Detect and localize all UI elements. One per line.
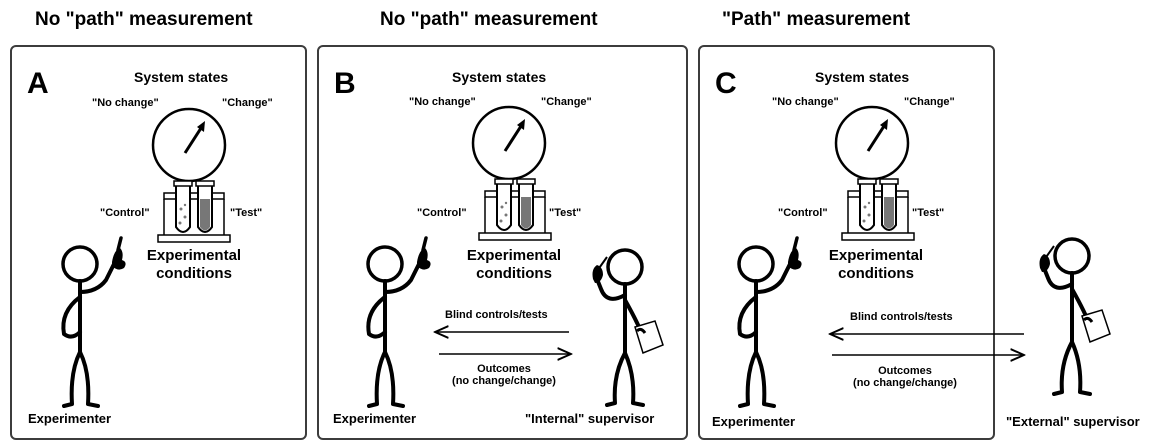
outcomes-line-1: Outcomes bbox=[878, 365, 932, 377]
heading-panel-b: No "path" measurement bbox=[380, 9, 598, 30]
external-supervisor-figure-icon bbox=[1039, 237, 1111, 396]
supervisor-label: "Internal" supervisor bbox=[525, 411, 655, 426]
outcomes-line-2: (no change/change) bbox=[853, 377, 957, 389]
panel-a: A System states "No change" "Change" "Co… bbox=[10, 45, 307, 440]
blind-controls-label: Blind controls/tests bbox=[850, 311, 953, 323]
conditions-line-1: Experimental bbox=[146, 247, 242, 264]
control-label: "Control" bbox=[100, 207, 150, 219]
experimenter-label: Experimenter bbox=[333, 411, 417, 426]
right-arrow-icon bbox=[832, 350, 1030, 360]
experimental-conditions-label: Experimental conditions bbox=[124, 247, 264, 283]
experimenter-figure-icon bbox=[366, 236, 431, 408]
test-tube-rack-icon bbox=[157, 180, 231, 243]
experimental-conditions-label: Experimental conditions bbox=[806, 247, 946, 283]
outcomes-line-1: Outcomes bbox=[477, 363, 531, 375]
test-label: "Test" bbox=[549, 207, 582, 219]
blind-controls-label: Blind controls/tests bbox=[445, 309, 548, 321]
heading-panel-c: "Path" measurement bbox=[722, 9, 911, 30]
panel-b: B System states "No change" "Change" "Co… bbox=[317, 45, 688, 440]
experimenter-figure-icon bbox=[737, 236, 802, 408]
panel-letter: B bbox=[334, 67, 356, 100]
no-change-label: "No change" bbox=[409, 96, 476, 108]
external-supervisor-label: "External" supervisor bbox=[1006, 414, 1140, 429]
gauge-dial-icon bbox=[151, 107, 227, 183]
experimenter-label: Experimenter bbox=[712, 414, 796, 429]
change-label: "Change" bbox=[541, 96, 592, 108]
gauge-dial-icon bbox=[834, 105, 910, 181]
gauge-dial-icon bbox=[471, 105, 547, 181]
change-label: "Change" bbox=[904, 96, 955, 108]
conditions-line-1: Experimental bbox=[828, 247, 924, 264]
outcomes-line-2: (no change/change) bbox=[452, 375, 556, 387]
control-label: "Control" bbox=[417, 207, 467, 219]
control-label: "Control" bbox=[778, 207, 828, 219]
experimenter-label: Experimenter bbox=[28, 411, 112, 426]
conditions-line-2: conditions bbox=[476, 265, 552, 282]
conditions-line-1: Experimental bbox=[466, 247, 562, 264]
system-states-label: System states bbox=[452, 69, 547, 85]
panel-letter: A bbox=[27, 67, 49, 100]
experimental-conditions-label: Experimental conditions bbox=[444, 247, 584, 283]
test-tube-rack-icon bbox=[841, 178, 915, 241]
left-arrow-icon bbox=[431, 327, 569, 337]
experimenter-figure-icon bbox=[61, 236, 126, 408]
panel-letter: C bbox=[715, 67, 737, 100]
no-change-label: "No change" bbox=[772, 96, 839, 108]
test-label: "Test" bbox=[230, 207, 263, 219]
test-label: "Test" bbox=[912, 207, 945, 219]
panel-c: C System states "No change" "Change" "Co… bbox=[698, 45, 995, 440]
outcomes-label: Outcomes (no change/change) bbox=[840, 365, 970, 389]
change-label: "Change" bbox=[222, 97, 273, 109]
system-states-label: System states bbox=[815, 69, 910, 85]
right-arrow-icon bbox=[439, 349, 577, 359]
no-change-label: "No change" bbox=[92, 97, 159, 109]
system-states-label: System states bbox=[134, 69, 229, 85]
outcomes-label: Outcomes (no change/change) bbox=[439, 363, 569, 387]
conditions-line-2: conditions bbox=[156, 265, 232, 282]
heading-panel-a: No "path" measurement bbox=[35, 9, 253, 30]
conditions-line-2: conditions bbox=[838, 265, 914, 282]
test-tube-rack-icon bbox=[478, 178, 552, 241]
supervisor-figure-icon bbox=[592, 248, 664, 407]
left-arrow-icon bbox=[826, 329, 1024, 339]
